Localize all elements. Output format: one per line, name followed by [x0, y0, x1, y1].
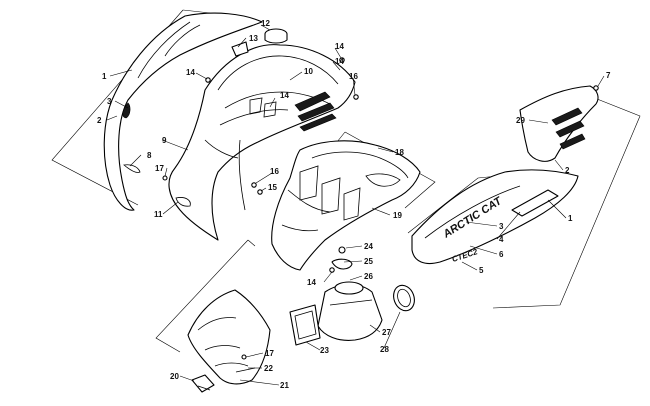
front-hood [168, 44, 356, 241]
callout-28: 28 [380, 345, 389, 354]
callout-14d: 15 [268, 183, 277, 192]
callout-13: 13 [249, 34, 258, 43]
callout-19: 19 [393, 211, 402, 220]
callout-10: 10 [304, 67, 313, 76]
callout-24: 24 [364, 242, 373, 251]
callout-26: 26 [364, 272, 373, 281]
leader-lines [106, 24, 605, 386]
callout-16a: 16 [349, 72, 358, 81]
callout-22: 22 [264, 364, 273, 373]
hood-cap [264, 28, 288, 44]
callout-5: 5 [479, 266, 484, 275]
callout-1b: 1 [568, 214, 573, 223]
callout-21: 21 [280, 381, 289, 390]
callout-15: 14 [335, 57, 344, 66]
hook-part [191, 374, 215, 393]
callout-11: 11 [154, 210, 163, 219]
callout-8: 8 [147, 151, 152, 160]
callout-17b: 17 [265, 349, 274, 358]
callout-3b: 3 [499, 222, 504, 231]
callout-7: 7 [606, 71, 611, 80]
callout-6: 6 [499, 250, 504, 259]
left-side-panel [103, 12, 263, 211]
callout-20: 20 [170, 372, 179, 381]
callout-2b: 2 [565, 166, 570, 175]
callout-18: 18 [395, 148, 404, 157]
console-pan [271, 140, 421, 271]
air-intake-duct [317, 246, 383, 341]
callout-14e: 14 [307, 278, 316, 287]
callout-14a: 14 [186, 68, 195, 77]
callout-17a: 17 [155, 164, 164, 173]
right-upper-trim [519, 85, 599, 162]
callout-14c: 14 [280, 91, 289, 100]
callout-9: 9 [162, 136, 167, 145]
callout-4: 4 [499, 235, 504, 244]
callout-1a: 1 [102, 72, 107, 81]
callout-29: 29 [516, 116, 525, 125]
callout-23: 23 [320, 346, 329, 355]
intake-ring [393, 284, 415, 312]
callout-2a: 2 [97, 116, 102, 125]
callout-14b: 14 [335, 42, 344, 51]
callout-27: 27 [382, 328, 391, 337]
callout-12: 12 [261, 19, 270, 28]
callout-3a: 3 [107, 97, 112, 106]
callout-labels: 1 2 3 8 17 11 9 13 12 10 14 14 14 14 16 … [97, 19, 611, 390]
callout-16b: 16 [270, 167, 279, 176]
callout-25: 25 [364, 257, 373, 266]
intake-gasket [289, 304, 321, 346]
lower-front-panel [187, 289, 271, 385]
right-side-panel [411, 169, 579, 265]
